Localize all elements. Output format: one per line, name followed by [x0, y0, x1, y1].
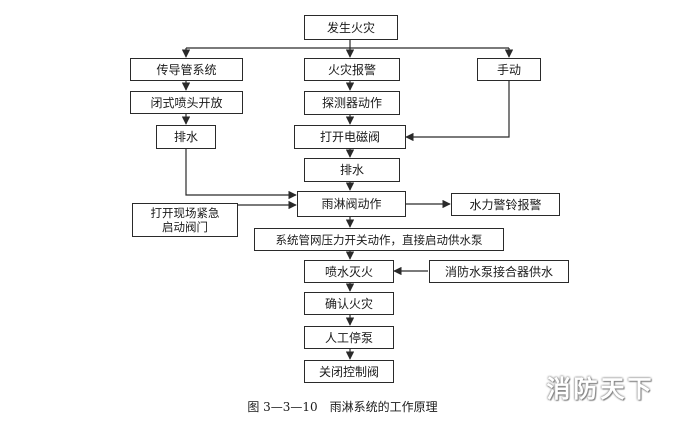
- node-pipe-system: 传导管系统: [130, 58, 243, 81]
- node-stop-pump: 人工停泵: [304, 326, 394, 349]
- node-detector: 探测器动作: [304, 91, 400, 115]
- node-solenoid: 打开电磁阀: [294, 125, 406, 149]
- node-drain-center: 排水: [304, 158, 400, 182]
- watermark-logo: 消防天下: [546, 374, 655, 403]
- node-spray: 喷水灭火: [304, 260, 394, 283]
- node-water-bell: 水力警铃报警: [451, 193, 560, 216]
- node-open-valve: 打开现场紧急 启动阀门: [132, 203, 238, 237]
- node-close-valve: 关闭控制阀: [304, 360, 394, 383]
- node-fire-connector: 消防水泵接合器供水: [429, 260, 569, 283]
- node-closed-nozzle: 闭式喷头开放: [130, 91, 243, 114]
- node-fire: 发生火灾: [304, 15, 398, 40]
- arrow-drain-to-deluge: [185, 149, 297, 200]
- node-fire-alarm: 火灾报警: [304, 58, 400, 81]
- node-drain-left: 排水: [156, 125, 216, 149]
- node-manual: 手动: [477, 58, 541, 81]
- node-confirm: 确认火灾: [304, 292, 394, 315]
- node-pressure-switch: 系统管网压力开关动作，直接启动供水泵: [254, 228, 504, 251]
- node-deluge-valve: 雨淋阀动作: [297, 191, 406, 217]
- figure-caption: 图 3—3—10 雨淋系统的工作原理: [247, 400, 438, 414]
- arrow-manual-to-solenoid: [405, 81, 510, 142]
